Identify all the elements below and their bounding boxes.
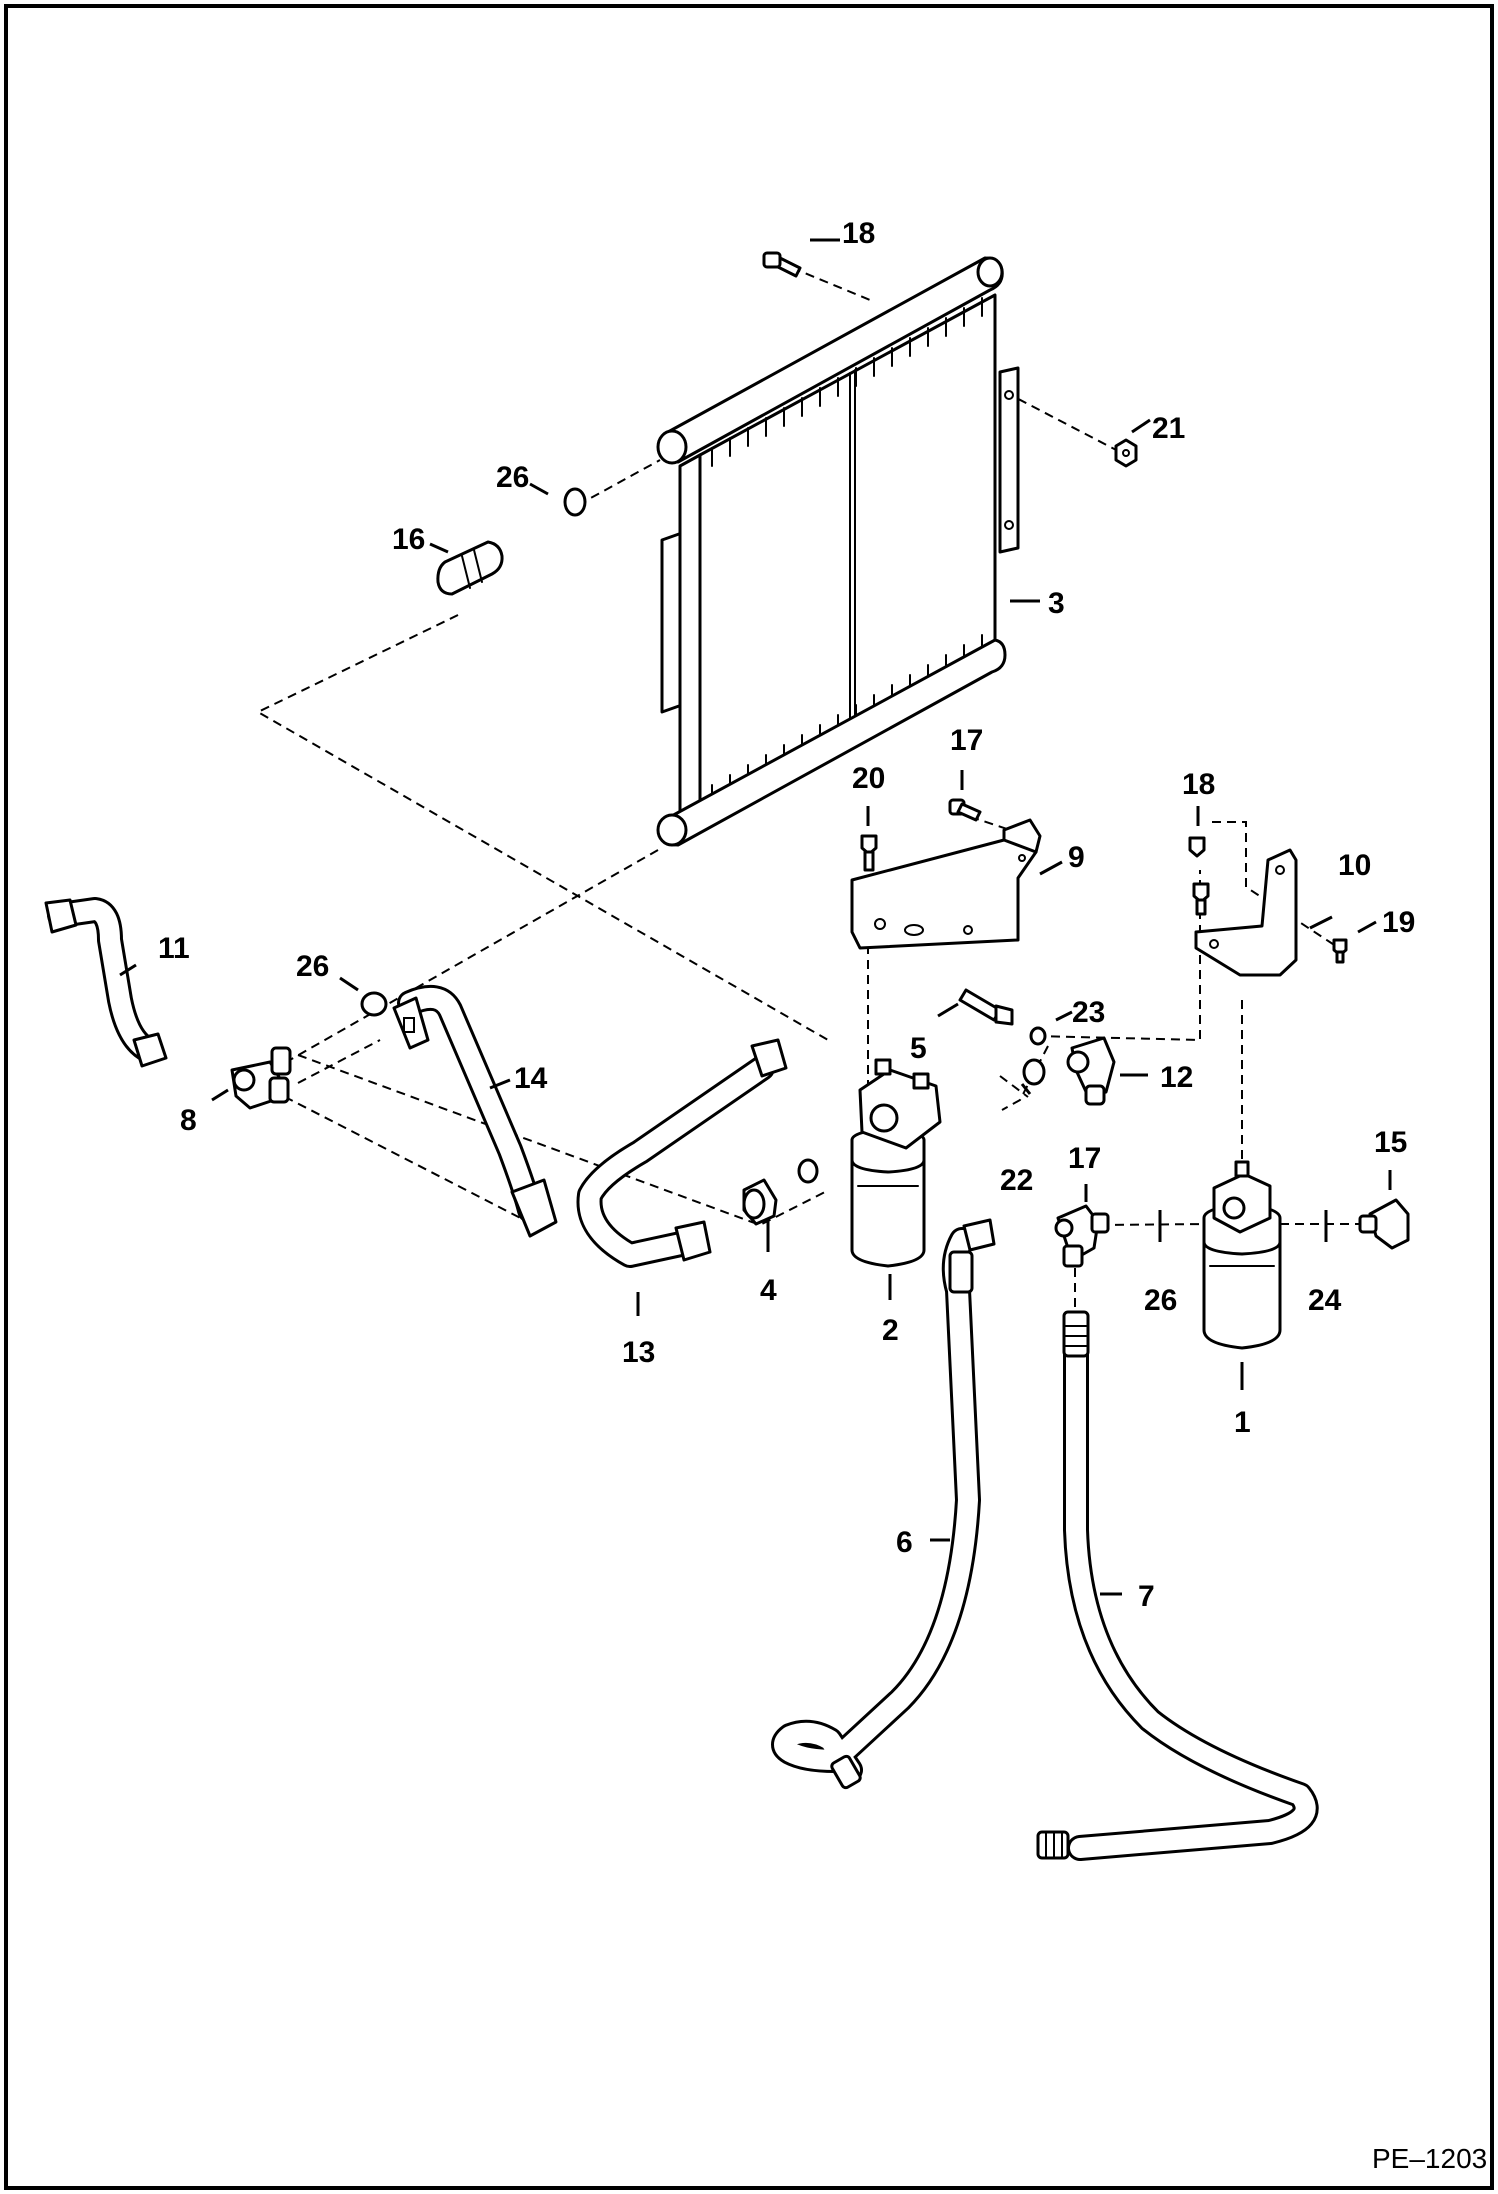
callout-1: 1 [1234, 1406, 1251, 1439]
callout-26-top: 26 [496, 461, 529, 494]
tee-17 [1054, 1204, 1110, 1268]
callout-17: 17 [1068, 1142, 1101, 1175]
callout-3: 3 [1048, 587, 1065, 620]
o-ring-4 [797, 1158, 819, 1184]
callout-16: 16 [392, 523, 425, 556]
callout-20: 19 [1382, 906, 1415, 939]
o-ring-26-top [563, 487, 587, 517]
tee-fitting-8 [230, 1046, 292, 1110]
hose-13 [576, 1038, 788, 1268]
fitting-5 [958, 988, 1014, 1026]
callout-14: 14 [514, 1062, 548, 1095]
callout-11: 11 [158, 932, 190, 965]
tube-14 [392, 984, 558, 1238]
bracket-10 [1194, 848, 1298, 977]
bolt-10-lower [1192, 882, 1210, 916]
callout-4: 4 [760, 1274, 777, 1307]
elbow-12 [1066, 1036, 1116, 1106]
plug-16 [436, 540, 504, 596]
bolt-19 [762, 251, 802, 278]
callout-15: 15 [1374, 1126, 1407, 1159]
figure-id: PE–1203 [1372, 2143, 1487, 2174]
o-ring-24 [1029, 1026, 1047, 1046]
callout-6: 6 [896, 1526, 913, 1559]
callout-18-left: 17 [950, 724, 983, 757]
callout-10: 10 [1338, 849, 1371, 882]
bolt-21 [860, 834, 878, 872]
callout-13: 13 [622, 1336, 655, 1369]
hose-6 [771, 1218, 996, 1790]
hose-7 [1036, 1310, 1319, 1861]
bolt-18-left [948, 798, 982, 822]
callout-2: 2 [882, 1314, 899, 1347]
callout-23: 22 [1000, 1164, 1033, 1197]
page-border [4, 4, 1494, 2190]
elbow-15 [1358, 1198, 1410, 1250]
callout-26-mid: 26 [296, 950, 329, 983]
callout-12: 12 [1160, 1061, 1193, 1094]
callout-24: 23 [1072, 996, 1105, 1029]
callout-21: 20 [852, 762, 885, 795]
callout-22: 21 [1152, 412, 1185, 445]
callout-5: 5 [910, 1032, 927, 1065]
tube-11 [44, 897, 168, 1068]
callout-26-bottom: 26 [1144, 1284, 1177, 1317]
oil-cooler [656, 256, 1020, 847]
callout-8: 8 [180, 1104, 197, 1137]
callout-19: 18 [842, 217, 875, 250]
callout-18-right: 18 [1182, 768, 1215, 801]
filter-1 [1202, 1160, 1282, 1350]
bolt-20 [1332, 938, 1348, 964]
o-ring-26-mid [360, 991, 388, 1017]
callout-25: 24 [1308, 1284, 1342, 1317]
nut-22 [1114, 438, 1138, 468]
leader-lines [119, 238, 1392, 1596]
callouts: 18 21 26 16 3 17 20 18 9 10 19 11 26 23 … [158, 217, 1415, 1613]
filter-2 [850, 1058, 942, 1268]
o-ring-23 [1022, 1058, 1046, 1086]
adapter-4 [742, 1178, 778, 1226]
bolt-18-right [1188, 836, 1206, 858]
bracket-9 [850, 818, 1042, 950]
callout-7: 7 [1138, 1580, 1155, 1613]
callout-9: 9 [1068, 841, 1085, 874]
